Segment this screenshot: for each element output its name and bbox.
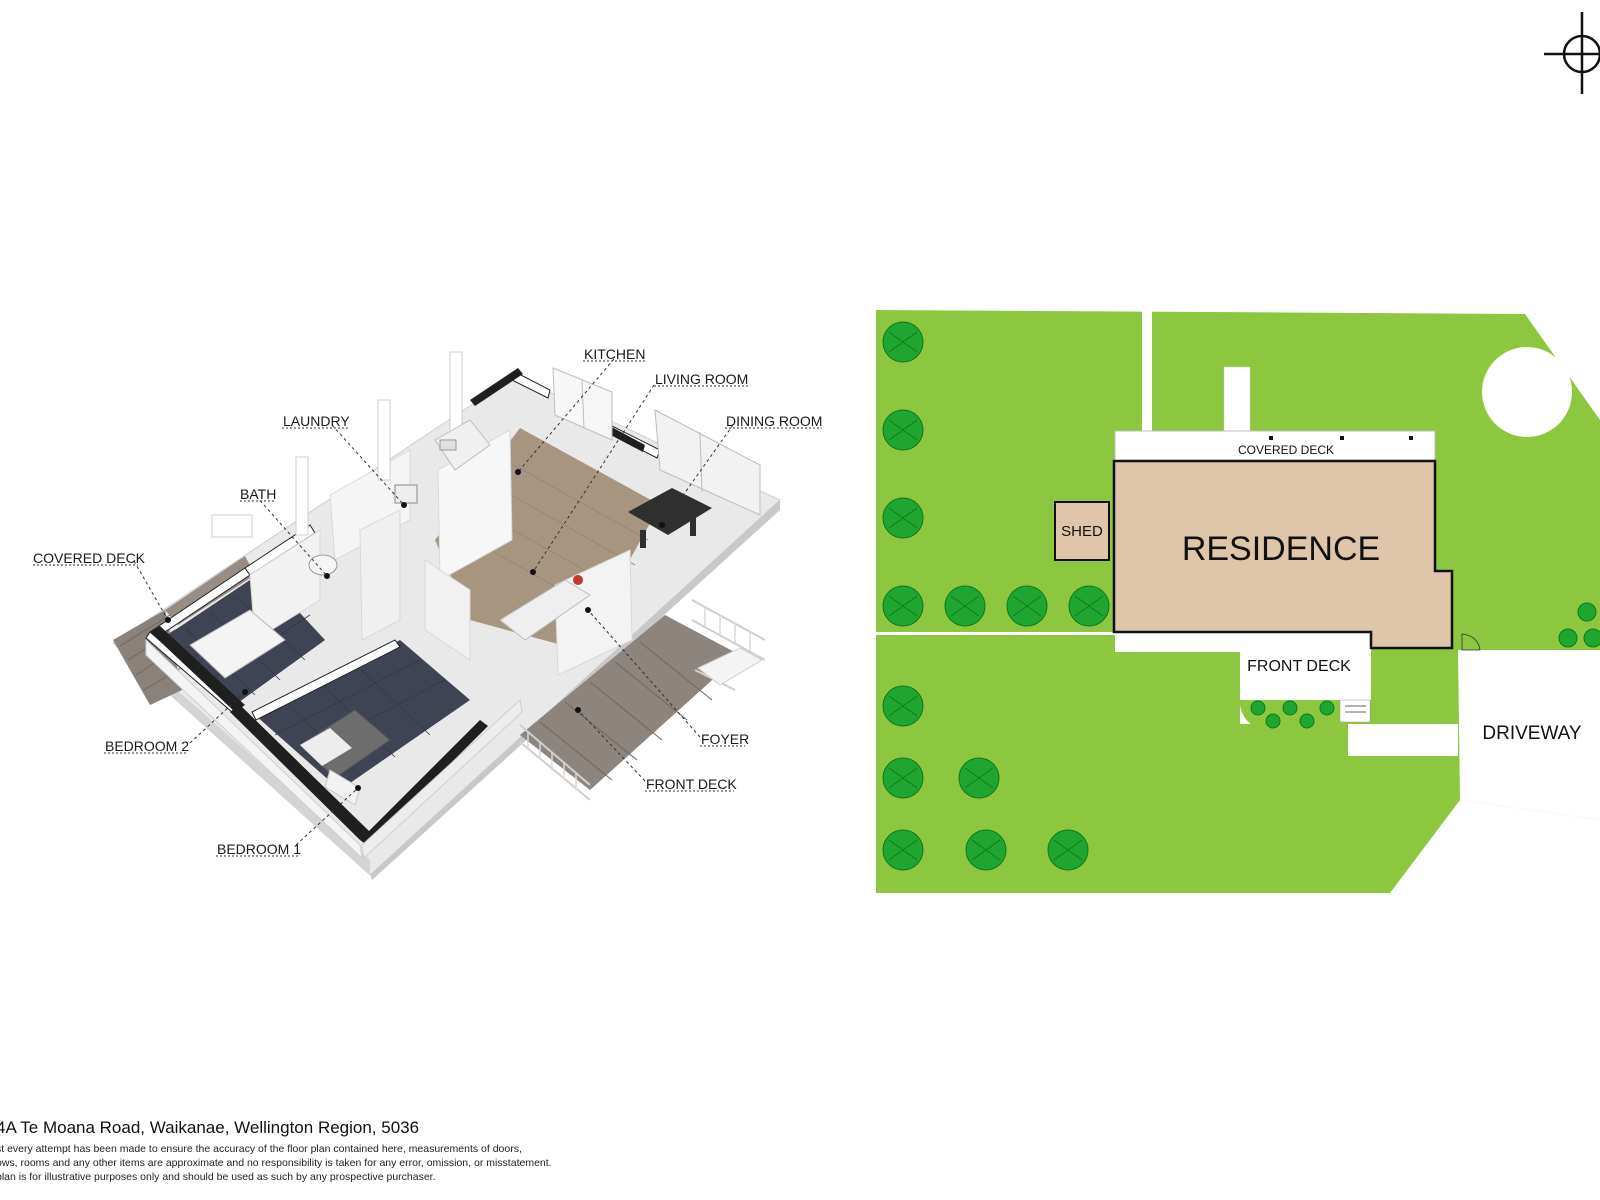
- label-dining-room: DINING ROOM: [726, 413, 822, 429]
- disclaimer-line-2: ows, rooms and any other items are appro…: [0, 1157, 552, 1169]
- site-covered-deck: [1114, 430, 1436, 462]
- label-covered-deck: COVERED DECK: [33, 550, 146, 566]
- disclaimer-line-1: st every attempt has been made to ensure…: [0, 1143, 522, 1155]
- front-path: [1115, 632, 1240, 652]
- site-label-front-deck: FRONT DECK: [1247, 658, 1351, 675]
- round-feature: [1482, 347, 1572, 437]
- room-labels: KITCHEN LIVING ROOM DINING ROOM LAUNDRY …: [33, 346, 822, 857]
- site-label-covered-deck: COVERED DECK: [1238, 443, 1334, 457]
- label-laundry: LAUNDRY: [283, 413, 350, 429]
- driveway: [1458, 650, 1600, 820]
- tree-texture: [888, 331, 1104, 861]
- disclaimer-line-3: plan is for illustrative purposes only a…: [0, 1171, 436, 1183]
- site-label-shed: SHED: [1061, 523, 1103, 540]
- label-bath: BATH: [240, 486, 276, 502]
- site-plan: COVERED DECK SHED RESIDENCE FRONT DECK D…: [876, 310, 1600, 893]
- label-bedroom-1: BEDROOM 1: [217, 841, 301, 857]
- label-living-room: LIVING ROOM: [655, 371, 748, 387]
- site-label-driveway: DRIVEWAY: [1482, 723, 1582, 744]
- boundary-path: [876, 632, 1116, 635]
- label-underlines: [33, 360, 822, 857]
- footer: 4A Te Moana Road, Waikanae, Wellington R…: [0, 1118, 696, 1184]
- isometric-floor-plan: [112, 351, 781, 880]
- driveway-connector: [1348, 724, 1458, 756]
- room-leader-lines: [133, 358, 734, 846]
- property-address: 4A Te Moana Road, Waikanae, Wellington R…: [0, 1118, 420, 1137]
- north-compass-icon: [1544, 12, 1600, 94]
- shed: [1054, 501, 1110, 561]
- label-kitchen: KITCHEN: [584, 346, 645, 362]
- back-steps: [1223, 366, 1251, 432]
- room-dots: [165, 469, 665, 791]
- label-foyer: FOYER: [701, 731, 749, 747]
- residence: [1112, 459, 1454, 650]
- side-path: [1142, 310, 1152, 432]
- label-front-deck: FRONT DECK: [646, 776, 737, 792]
- site-label-residence: RESIDENCE: [1182, 530, 1380, 568]
- label-bedroom-2: BEDROOM 2: [105, 738, 189, 754]
